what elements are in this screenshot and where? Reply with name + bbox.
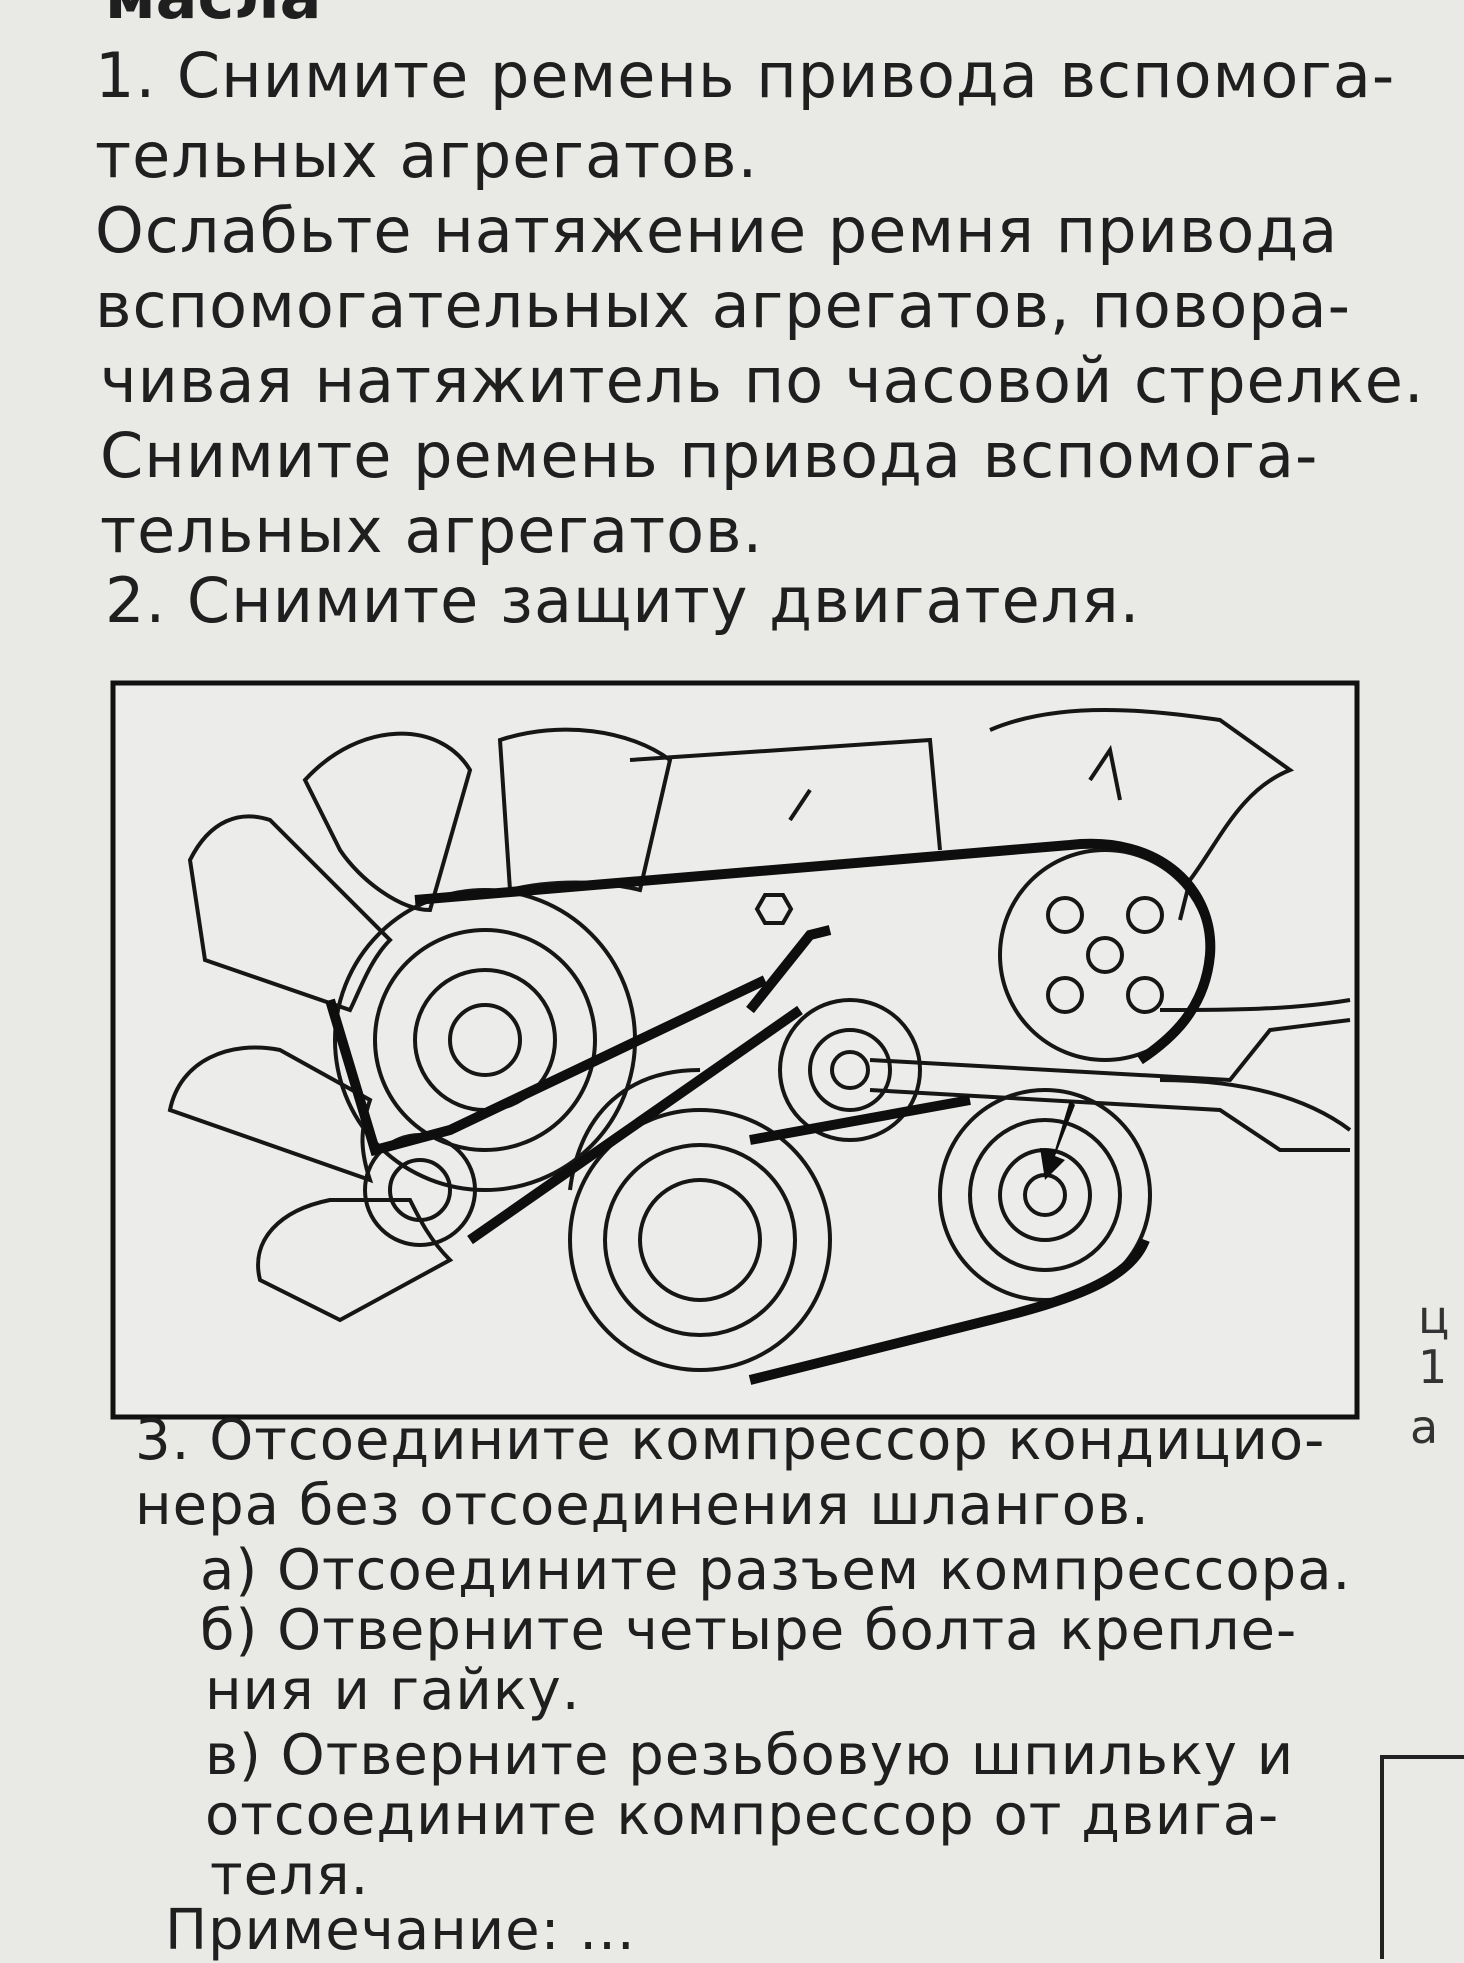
fan-blades	[167, 727, 673, 1323]
engine-belt-diagram	[110, 680, 1360, 1420]
water-pump-pulley	[998, 848, 1212, 1062]
tensioner-bolt	[754, 893, 794, 925]
step2-line1: 2. Снимите защиту двигателя.	[105, 564, 1141, 637]
step1-line4: вспомогательных агрегатов, повора-	[95, 269, 1351, 342]
step3-line1: 3. Отсоедините компрессор кондицио-	[135, 1408, 1326, 1473]
step3c-line3: теля.	[210, 1843, 370, 1908]
step1-line1: 1. Снимите ремень привода вспомога-	[95, 39, 1396, 112]
step3c-line1: в) Отверните резьбовую шпильку и	[205, 1723, 1295, 1788]
step3c-line2: отсоедините компрессор от двига-	[205, 1783, 1280, 1848]
step1-line3: Ослабьте натяжение ремня привода	[95, 194, 1339, 267]
engine-outline	[629, 708, 1352, 1132]
crankshaft-pulley	[568, 1068, 832, 1372]
direction-arrow	[1040, 1100, 1075, 1180]
page-header-fragment: масла	[105, 0, 322, 33]
step1-line7: тельных агрегатов.	[100, 494, 764, 567]
step3b-line1: б) Отверните четыре болта крепле-	[200, 1598, 1298, 1663]
step3-line2: нера без отсоединения шлангов.	[135, 1473, 1150, 1538]
adjacent-column-box	[1380, 1755, 1464, 1959]
margin-char-2: 1	[1418, 1340, 1448, 1394]
margin-char-3: а	[1410, 1400, 1439, 1454]
note-line: Примечание: ...	[165, 1898, 636, 1963]
step3a-line1: а) Отсоедините разъем компрессора.	[200, 1538, 1352, 1603]
step1-line2: тельных агрегатов.	[95, 119, 759, 192]
step1-line5: чивая натяжитель по часовой стрелке.	[100, 344, 1425, 417]
step3b-line2: ния и гайку.	[205, 1658, 581, 1723]
step1-line6: Снимите ремень привода вспомога-	[100, 419, 1319, 492]
tensioner-pulley	[778, 998, 922, 1142]
margin-char-1: ц	[1418, 1290, 1450, 1344]
wrench	[869, 1018, 1351, 1152]
drive-belt	[325, 838, 1216, 1385]
